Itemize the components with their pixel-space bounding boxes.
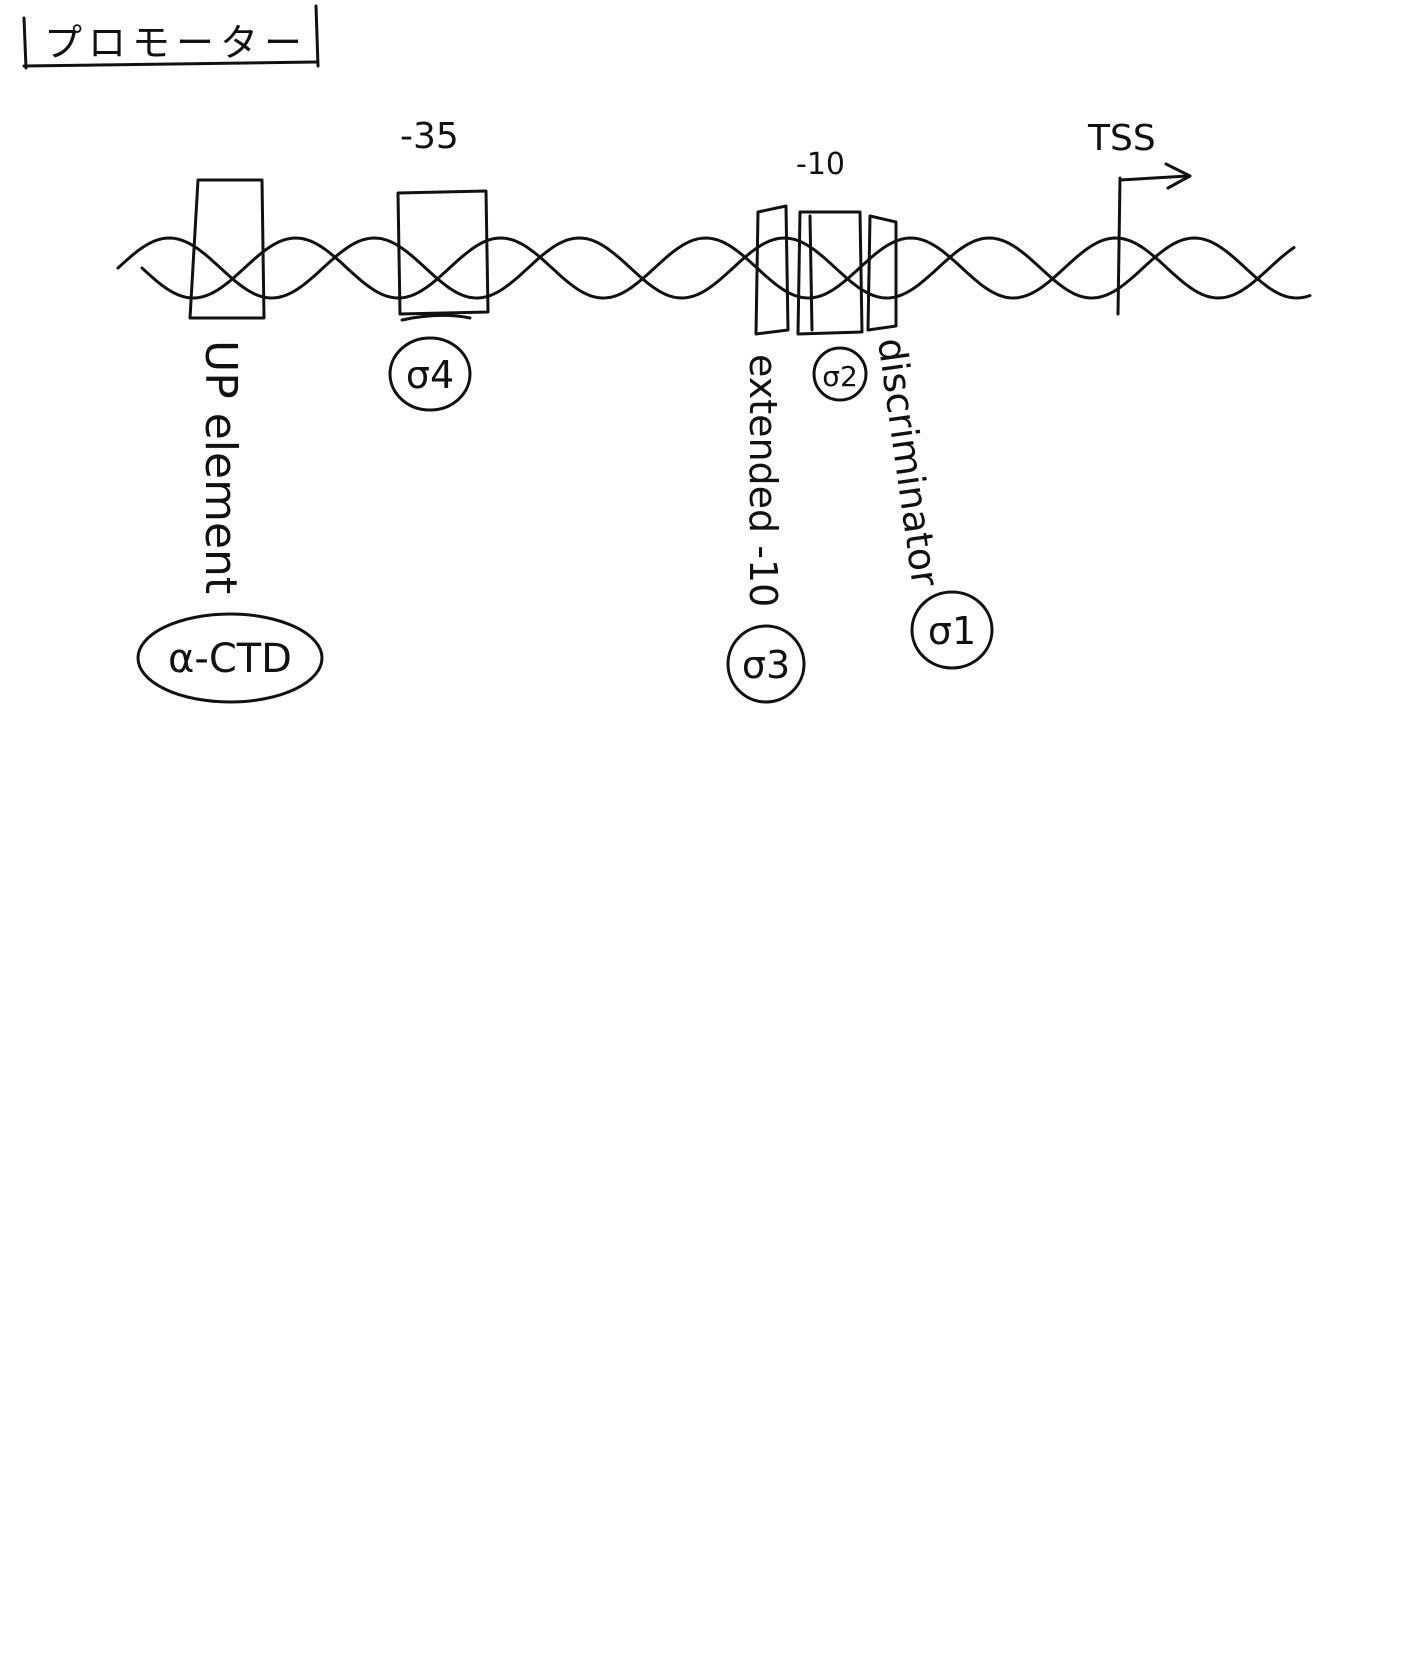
dna-strand-2 bbox=[140, 236, 1296, 300]
sigma2-circle: σ2 bbox=[812, 346, 868, 402]
sigma1-label: σ1 bbox=[928, 609, 976, 653]
alpha-ctd-label: α-CTD bbox=[168, 636, 292, 682]
up-element-label: UP element bbox=[195, 340, 246, 594]
extended-minus10-label: extended -10 bbox=[741, 354, 785, 607]
sigma1-circle: σ1 bbox=[910, 590, 994, 670]
title-box: プロモーター bbox=[22, 4, 320, 70]
sigma4-label: σ4 bbox=[406, 353, 454, 397]
tss-arrow-icon bbox=[1164, 162, 1192, 190]
discriminator-label: discriminator bbox=[869, 335, 947, 589]
minus35-label: -35 bbox=[400, 116, 459, 157]
sigma3-circle: σ3 bbox=[726, 624, 806, 704]
minus10-label: -10 bbox=[796, 147, 845, 182]
up-element-box bbox=[188, 178, 266, 320]
sigma4-circle: σ4 bbox=[388, 336, 472, 412]
tss-marker: TSS bbox=[1087, 118, 1192, 316]
minus35-box: -35 bbox=[396, 116, 490, 322]
sigma3-label: σ3 bbox=[742, 643, 790, 687]
sigma2-label: σ2 bbox=[822, 360, 858, 393]
minus10-box: -10 bbox=[796, 147, 864, 336]
discriminator-box bbox=[866, 214, 898, 332]
title: プロモーター bbox=[44, 21, 308, 65]
tss-label: TSS bbox=[1087, 118, 1156, 159]
dna-strand-1 bbox=[116, 236, 1312, 300]
extended-minus10-box bbox=[754, 204, 790, 336]
alpha-ctd-circle: α-CTD bbox=[136, 612, 324, 704]
